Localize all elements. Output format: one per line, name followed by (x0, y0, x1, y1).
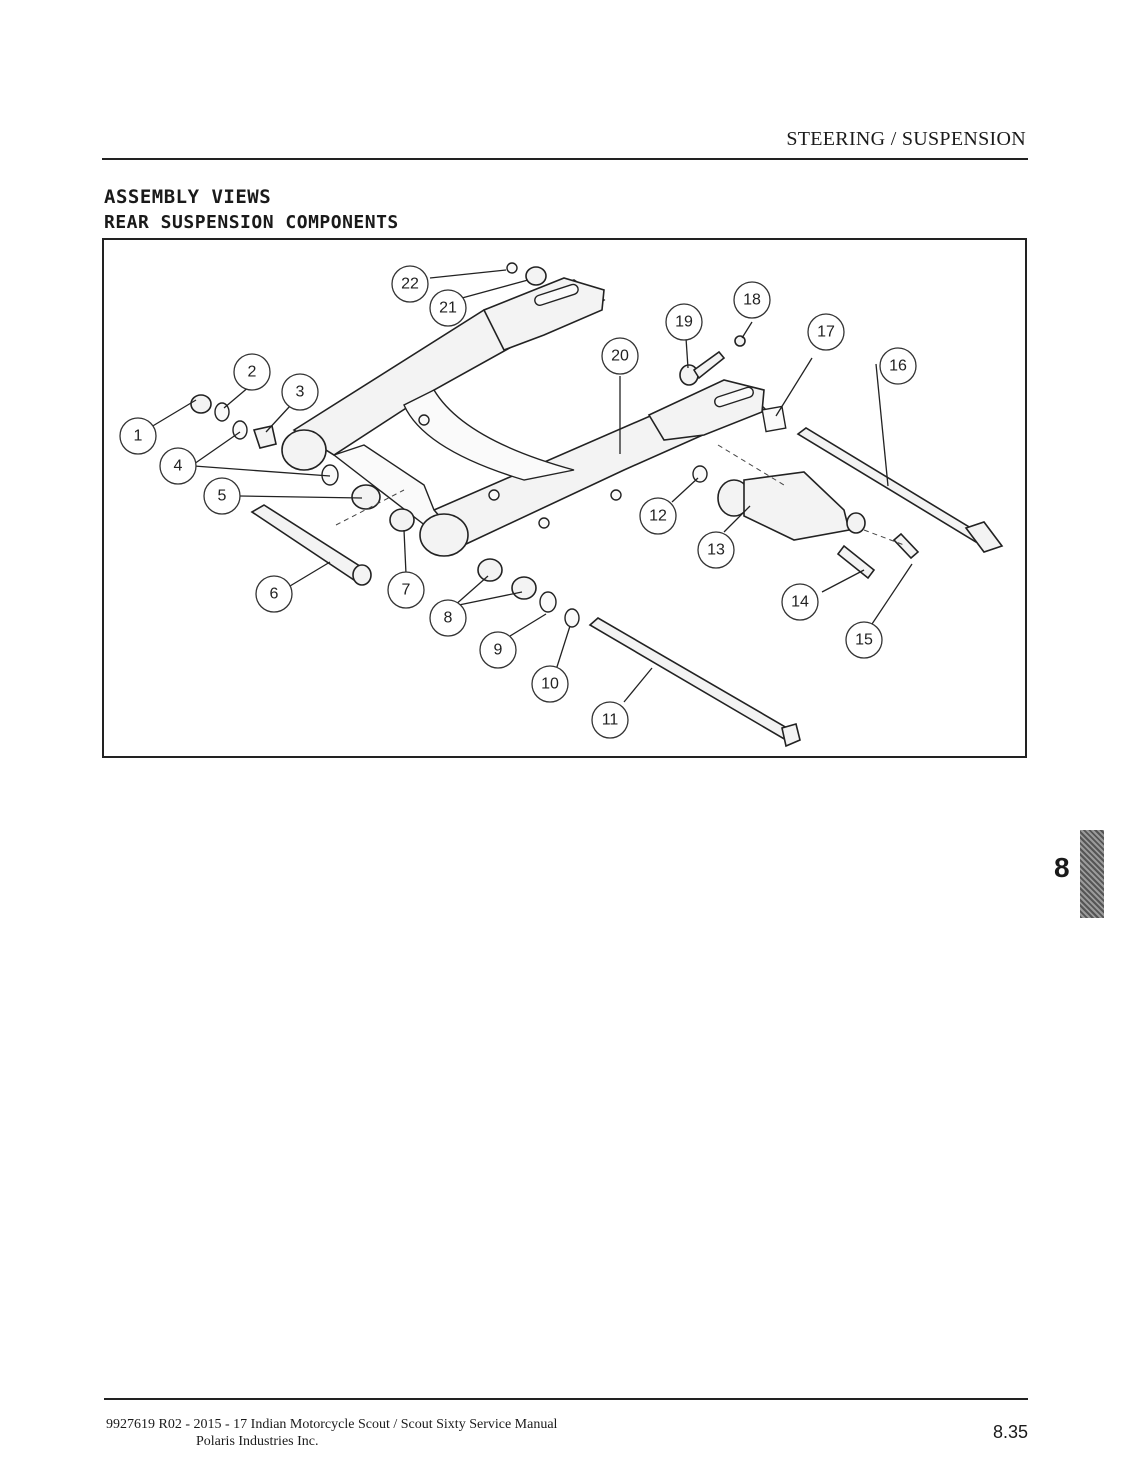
svg-text:12: 12 (649, 508, 667, 525)
svg-text:5: 5 (218, 488, 227, 505)
chapter-tab-marker (1080, 830, 1104, 918)
header-divider (102, 158, 1028, 160)
svg-text:11: 11 (602, 712, 619, 729)
callout-7: 7 (387, 571, 425, 609)
page-header-title: STEERING / SUSPENSION (786, 128, 1026, 150)
callout-15: 15 (845, 621, 883, 659)
svg-text:21: 21 (439, 300, 457, 317)
exploded-view-diagram: 1 2 3 4 5 6 7 8 9 10 11 12 13 14 15 16 1… (102, 238, 1027, 758)
svg-text:19: 19 (675, 314, 693, 331)
callout-21: 21 (429, 289, 467, 327)
section-title: ASSEMBLY VIEWS (104, 186, 272, 208)
callout-8: 8 (429, 599, 467, 637)
shock-absorber-illustration (506, 262, 1004, 580)
svg-text:7: 7 (402, 582, 411, 599)
footer-manual-title: 9927619 R02 - 2015 - 17 Indian Motorcycl… (106, 1417, 558, 1432)
svg-text:14: 14 (791, 594, 809, 611)
callout-18: 18 (733, 281, 771, 319)
footer-divider (104, 1398, 1028, 1400)
callout-11: 11 (591, 701, 629, 739)
svg-text:17: 17 (817, 324, 835, 341)
diagram-svg: 1 2 3 4 5 6 7 8 9 10 11 12 13 14 15 16 1… (119, 262, 1004, 748)
svg-text:13: 13 (707, 542, 725, 559)
pivot-hardware (190, 394, 801, 748)
svg-text:10: 10 (541, 676, 559, 693)
callout-3: 3 (281, 373, 319, 411)
svg-text:22: 22 (401, 276, 419, 293)
callout-17: 17 (807, 313, 845, 351)
section-subtitle: REAR SUSPENSION COMPONENTS (104, 212, 399, 233)
callout-10: 10 (531, 665, 569, 703)
callout-19: 19 (665, 303, 703, 341)
page-number: 8.35 (992, 1422, 1028, 1442)
svg-text:4: 4 (174, 458, 183, 475)
footer-company: Polaris Industries Inc. (196, 1434, 319, 1449)
callout-12: 12 (639, 497, 677, 535)
svg-text:3: 3 (296, 384, 305, 401)
leader-lines (145, 269, 913, 703)
callout-1: 1 (119, 417, 157, 455)
callout-6: 6 (255, 575, 293, 613)
svg-text:1: 1 (134, 428, 143, 445)
chapter-tab-number: 8 (1054, 852, 1070, 883)
svg-text:2: 2 (248, 364, 257, 381)
callout-13: 13 (697, 531, 735, 569)
callout-5: 5 (203, 477, 241, 515)
svg-text:20: 20 (611, 348, 629, 365)
callout-2: 2 (233, 353, 271, 391)
svg-text:15: 15 (855, 632, 873, 649)
svg-text:16: 16 (889, 358, 907, 375)
swingarm-illustration (281, 277, 768, 557)
callout-16: 16 (879, 347, 917, 385)
svg-text:6: 6 (270, 586, 279, 603)
svg-text:18: 18 (743, 292, 761, 309)
callout-22: 22 (391, 265, 429, 303)
callout-4: 4 (159, 447, 197, 485)
callout-14: 14 (781, 583, 819, 621)
callout-9: 9 (479, 631, 517, 669)
svg-text:9: 9 (494, 642, 503, 659)
svg-text:8: 8 (444, 610, 453, 627)
callout-20: 20 (601, 337, 639, 375)
